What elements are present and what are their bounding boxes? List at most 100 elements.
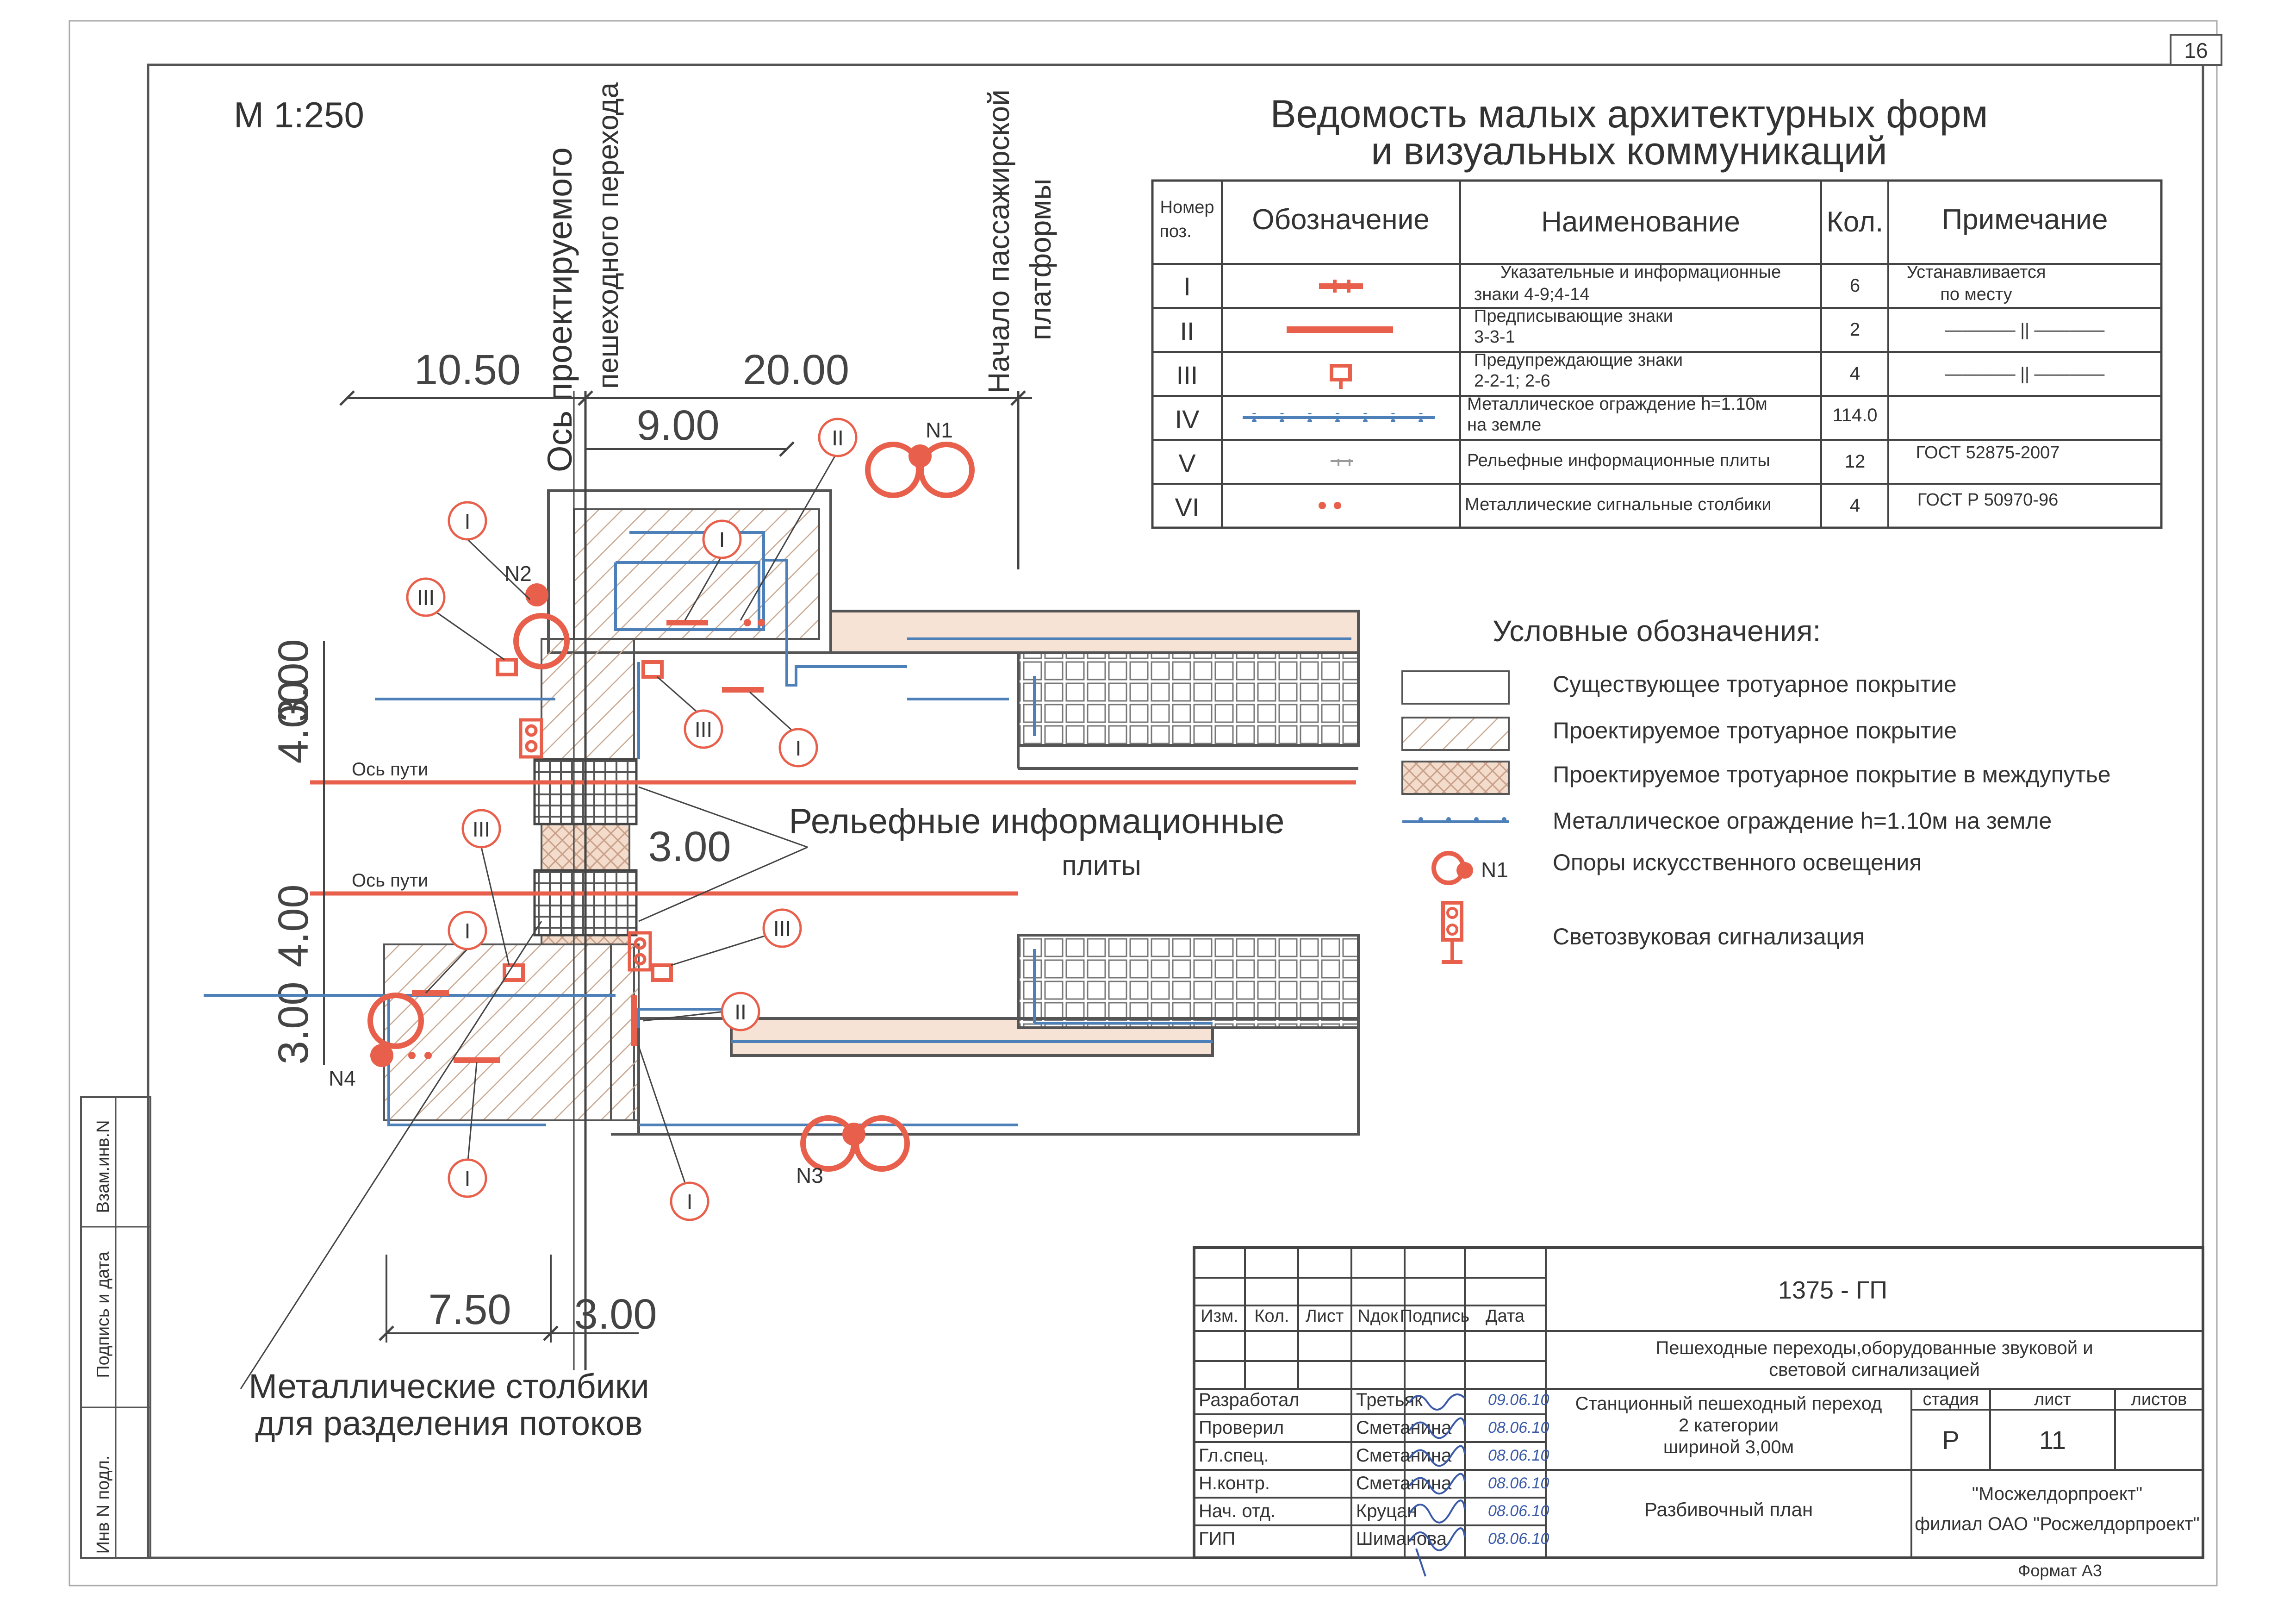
legend-item-4: Металлическое ограждение h=1.10м на земл… <box>1553 808 2052 834</box>
tb-date-4: 08.06.10 <box>1488 1474 1549 1492</box>
row-6-qty: 4 <box>1850 495 1860 516</box>
row-3-note: ———— || ———— <box>1945 364 2105 384</box>
tb-role-5: Нач. отд. <box>1199 1501 1276 1521</box>
dim-7-50: 7.50 <box>428 1286 511 1333</box>
schedule: Ведомость малых архитектурных форм и виз… <box>1151 92 2163 529</box>
pos-circles <box>406 418 858 1221</box>
bollard-icon <box>1319 502 1341 509</box>
title-block: Изм. Кол. Лист Nдок Подпись Дата 1375 - … <box>1193 1246 2204 1577</box>
legend-item-3: Проектируемое тротуарное покрытие в межд… <box>1553 762 2111 787</box>
dim-20-00: 20.00 <box>743 346 849 394</box>
row-5-note: ГОСТ 52875-2007 <box>1916 443 2060 462</box>
row-3-name-2: 2-2-1; 2-6 <box>1474 371 1550 391</box>
row-5-qty: 12 <box>1845 451 1866 472</box>
platform-start-label-1: Начало пассажирской <box>982 89 1015 394</box>
sign-type-iii <box>496 658 673 982</box>
pos-i-6: I <box>687 1190 693 1214</box>
tb-project-1: Пешеходные переходы,оборудованные звуков… <box>1655 1338 2093 1358</box>
row-4-qty: 114.0 <box>1832 405 1877 425</box>
tb-code: 1375 - ГП <box>1778 1276 1887 1304</box>
plan: Ось пути Ось пути Ось проектируемого пеш… <box>204 82 1360 1443</box>
podpis-data-label: Подпись и дата <box>93 1251 113 1378</box>
dim-9-00: 9.00 <box>636 402 719 449</box>
hdr-note: Примечание <box>1942 204 2108 236</box>
format-label: Формат А3 <box>2018 1561 2102 1580</box>
row-5-num: V <box>1178 449 1196 478</box>
row-5-name: Рельефные информационные плиты <box>1467 451 1770 470</box>
legend-signal-icon <box>1441 901 1463 964</box>
legend-projected-swatch <box>1401 717 1510 751</box>
pos-iii-4: III <box>773 917 791 941</box>
hdr-name: Наименование <box>1541 206 1740 238</box>
dim-3-00-bottom: 3.00 <box>574 1291 657 1338</box>
tb-org-1: "Мосжелдорпроект" <box>1972 1484 2142 1504</box>
tb-drawing-title: Разбивочный план <box>1644 1499 1813 1520</box>
pos-iii-2: III <box>695 718 712 742</box>
lamp-n4 <box>367 993 424 1067</box>
row-2-name-1: Предписывающие знаки <box>1474 306 1673 326</box>
tactile-plate-icon <box>1331 459 1353 466</box>
lamp-n1 <box>865 442 975 498</box>
pos-ii-1: II <box>832 426 844 450</box>
tb-date-5: 08.06.10 <box>1488 1502 1549 1520</box>
tb-date-1: 09.06.10 <box>1488 1391 1549 1409</box>
tb-name-1: Третьяк <box>1356 1390 1423 1410</box>
row-1-qty: 6 <box>1850 275 1860 296</box>
tb-name-5: Круцан <box>1356 1501 1417 1521</box>
legend-item-5: Опоры искусственного освещения <box>1553 849 1922 875</box>
dim-3-00-center: 3.00 <box>648 823 731 870</box>
pos-i-2: I <box>719 528 725 552</box>
signal-lower <box>628 931 652 972</box>
tb-name-4: Сметанина <box>1356 1473 1452 1493</box>
row-1-note-2: по месту <box>1940 285 2012 304</box>
tb-date-3: 08.06.10 <box>1488 1447 1549 1464</box>
lamp-n3-label: N3 <box>796 1163 823 1187</box>
hdr-num-1: Номер <box>1160 198 1214 217</box>
lamp-n2-label: N2 <box>504 562 532 586</box>
tb-date-2: 08.06.10 <box>1488 1419 1549 1437</box>
row-3-num: III <box>1176 361 1198 390</box>
row-4-num: IV <box>1175 405 1200 434</box>
legend-n1-label: N1 <box>1481 858 1508 882</box>
tb-project-2: световой сигнализацией <box>1769 1360 1980 1380</box>
signatures <box>1408 1393 1466 1577</box>
tb-role-6: ГИП <box>1199 1529 1235 1549</box>
row-3-name-1: Предупреждающие знаки <box>1474 350 1683 370</box>
tb-date-6: 08.06.10 <box>1488 1530 1549 1548</box>
track-axis-label-1: Ось пути <box>352 759 428 780</box>
scale-label: М 1:250 <box>234 94 364 135</box>
platform-start-label-2: платформы <box>1024 179 1057 340</box>
sign-info-icon <box>1319 280 1363 293</box>
tb-name-2: Сметанина <box>1356 1418 1452 1438</box>
tb-role-2: Проверил <box>1199 1418 1284 1438</box>
row-2-qty: 2 <box>1850 319 1860 340</box>
row-3-qty: 4 <box>1850 363 1860 384</box>
tb-stage: Р <box>1942 1425 1959 1455</box>
row-4-name-2: на земле <box>1467 415 1541 435</box>
row-1-name-1: Указательные и информационные <box>1500 262 1781 282</box>
row-6-note: ГОСТ Р 50970-96 <box>1917 490 2058 510</box>
tb-hdr-podpis: Подпись <box>1400 1306 1469 1326</box>
schedule-title-1: Ведомость малых архитектурных форм <box>1270 92 1988 136</box>
row-2-num: II <box>1180 317 1194 346</box>
pos-iii-3: III <box>473 817 490 841</box>
lamp-n3 <box>800 1115 910 1172</box>
pos-i-4: I <box>465 919 471 943</box>
legend-between-tracks-swatch <box>1401 761 1510 795</box>
page-number: 16 <box>2184 38 2208 62</box>
tb-role-3: Гл.спец. <box>1199 1445 1269 1466</box>
lamp-n4-label: N4 <box>329 1066 356 1090</box>
inv-podl-label: Инв N подл. <box>93 1455 113 1554</box>
hdr-num-2: поз. <box>1159 222 1191 241</box>
legend-item-6: Светозвуковая сигнализация <box>1553 924 1865 949</box>
tb-stage-label: стадия <box>1923 1390 1979 1409</box>
tb-sheet: 11 <box>2039 1425 2066 1455</box>
tb-hdr-data: Дата <box>1486 1306 1525 1326</box>
row-1-name-2: знаки 4-9;4-14 <box>1474 285 1590 304</box>
fence-lines <box>204 531 1351 1126</box>
hdr-qty: Кол. <box>1827 206 1884 238</box>
pos-i-3: I <box>796 736 802 760</box>
crossing-axis-label-1: Ось проектируемого <box>541 147 579 472</box>
fence-icon <box>1243 413 1435 422</box>
